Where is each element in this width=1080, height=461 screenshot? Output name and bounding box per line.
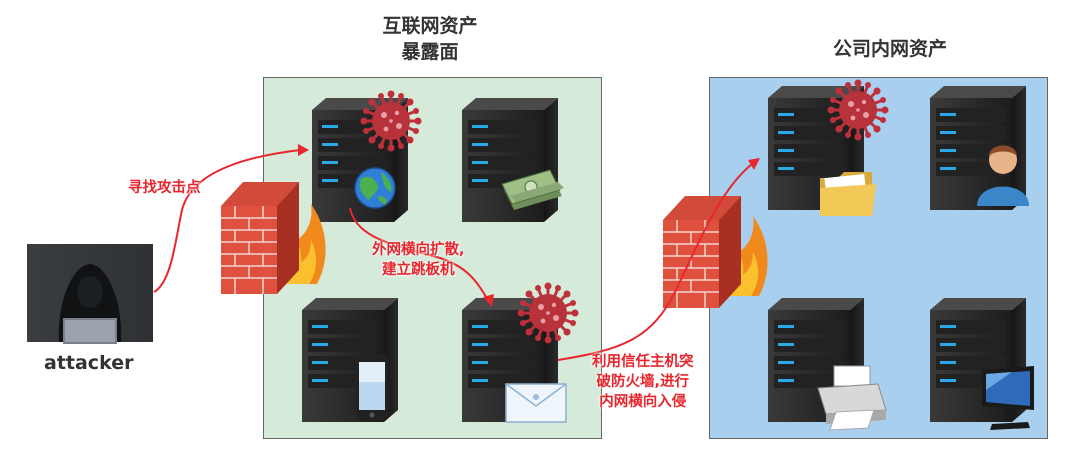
- arrow-attack-path: [153, 149, 301, 293]
- folder-icon: [820, 172, 876, 216]
- monitor-icon: [982, 366, 1034, 430]
- step-lateral-spread: 外网横向扩散, 建立跳板机: [372, 242, 465, 278]
- arrow-intranet-path: [557, 163, 753, 361]
- arrow-lateral-path: [349, 207, 489, 301]
- intranet-zone-title: 公司内网资产: [832, 38, 947, 60]
- money-icon: [501, 169, 564, 210]
- firewall-2: [662, 195, 768, 309]
- virus-icon: [516, 281, 580, 345]
- arrow-head: [298, 144, 309, 156]
- printer-icon: [817, 365, 887, 431]
- user-icon: [977, 145, 1029, 206]
- internet-server-2: [462, 98, 558, 222]
- arrow-head: [748, 158, 760, 170]
- phone-icon: [356, 354, 388, 420]
- mail-icon: [505, 383, 567, 423]
- step-find-attack-point: 寻找攻击点: [128, 180, 201, 196]
- step-intranet-breach: 利用信任主机突 破防火墙,进行 内网横向入侵: [592, 354, 694, 410]
- firewall-1: [220, 181, 326, 295]
- virus-icon: [826, 78, 890, 142]
- globe-icon: [354, 167, 396, 209]
- attacker-image: [27, 244, 153, 344]
- attacker-label: attacker: [44, 352, 134, 374]
- arrow-head: [483, 294, 494, 307]
- internet-zone-title: 互联网资产 暴露面: [382, 15, 478, 63]
- virus-icon: [359, 89, 423, 153]
